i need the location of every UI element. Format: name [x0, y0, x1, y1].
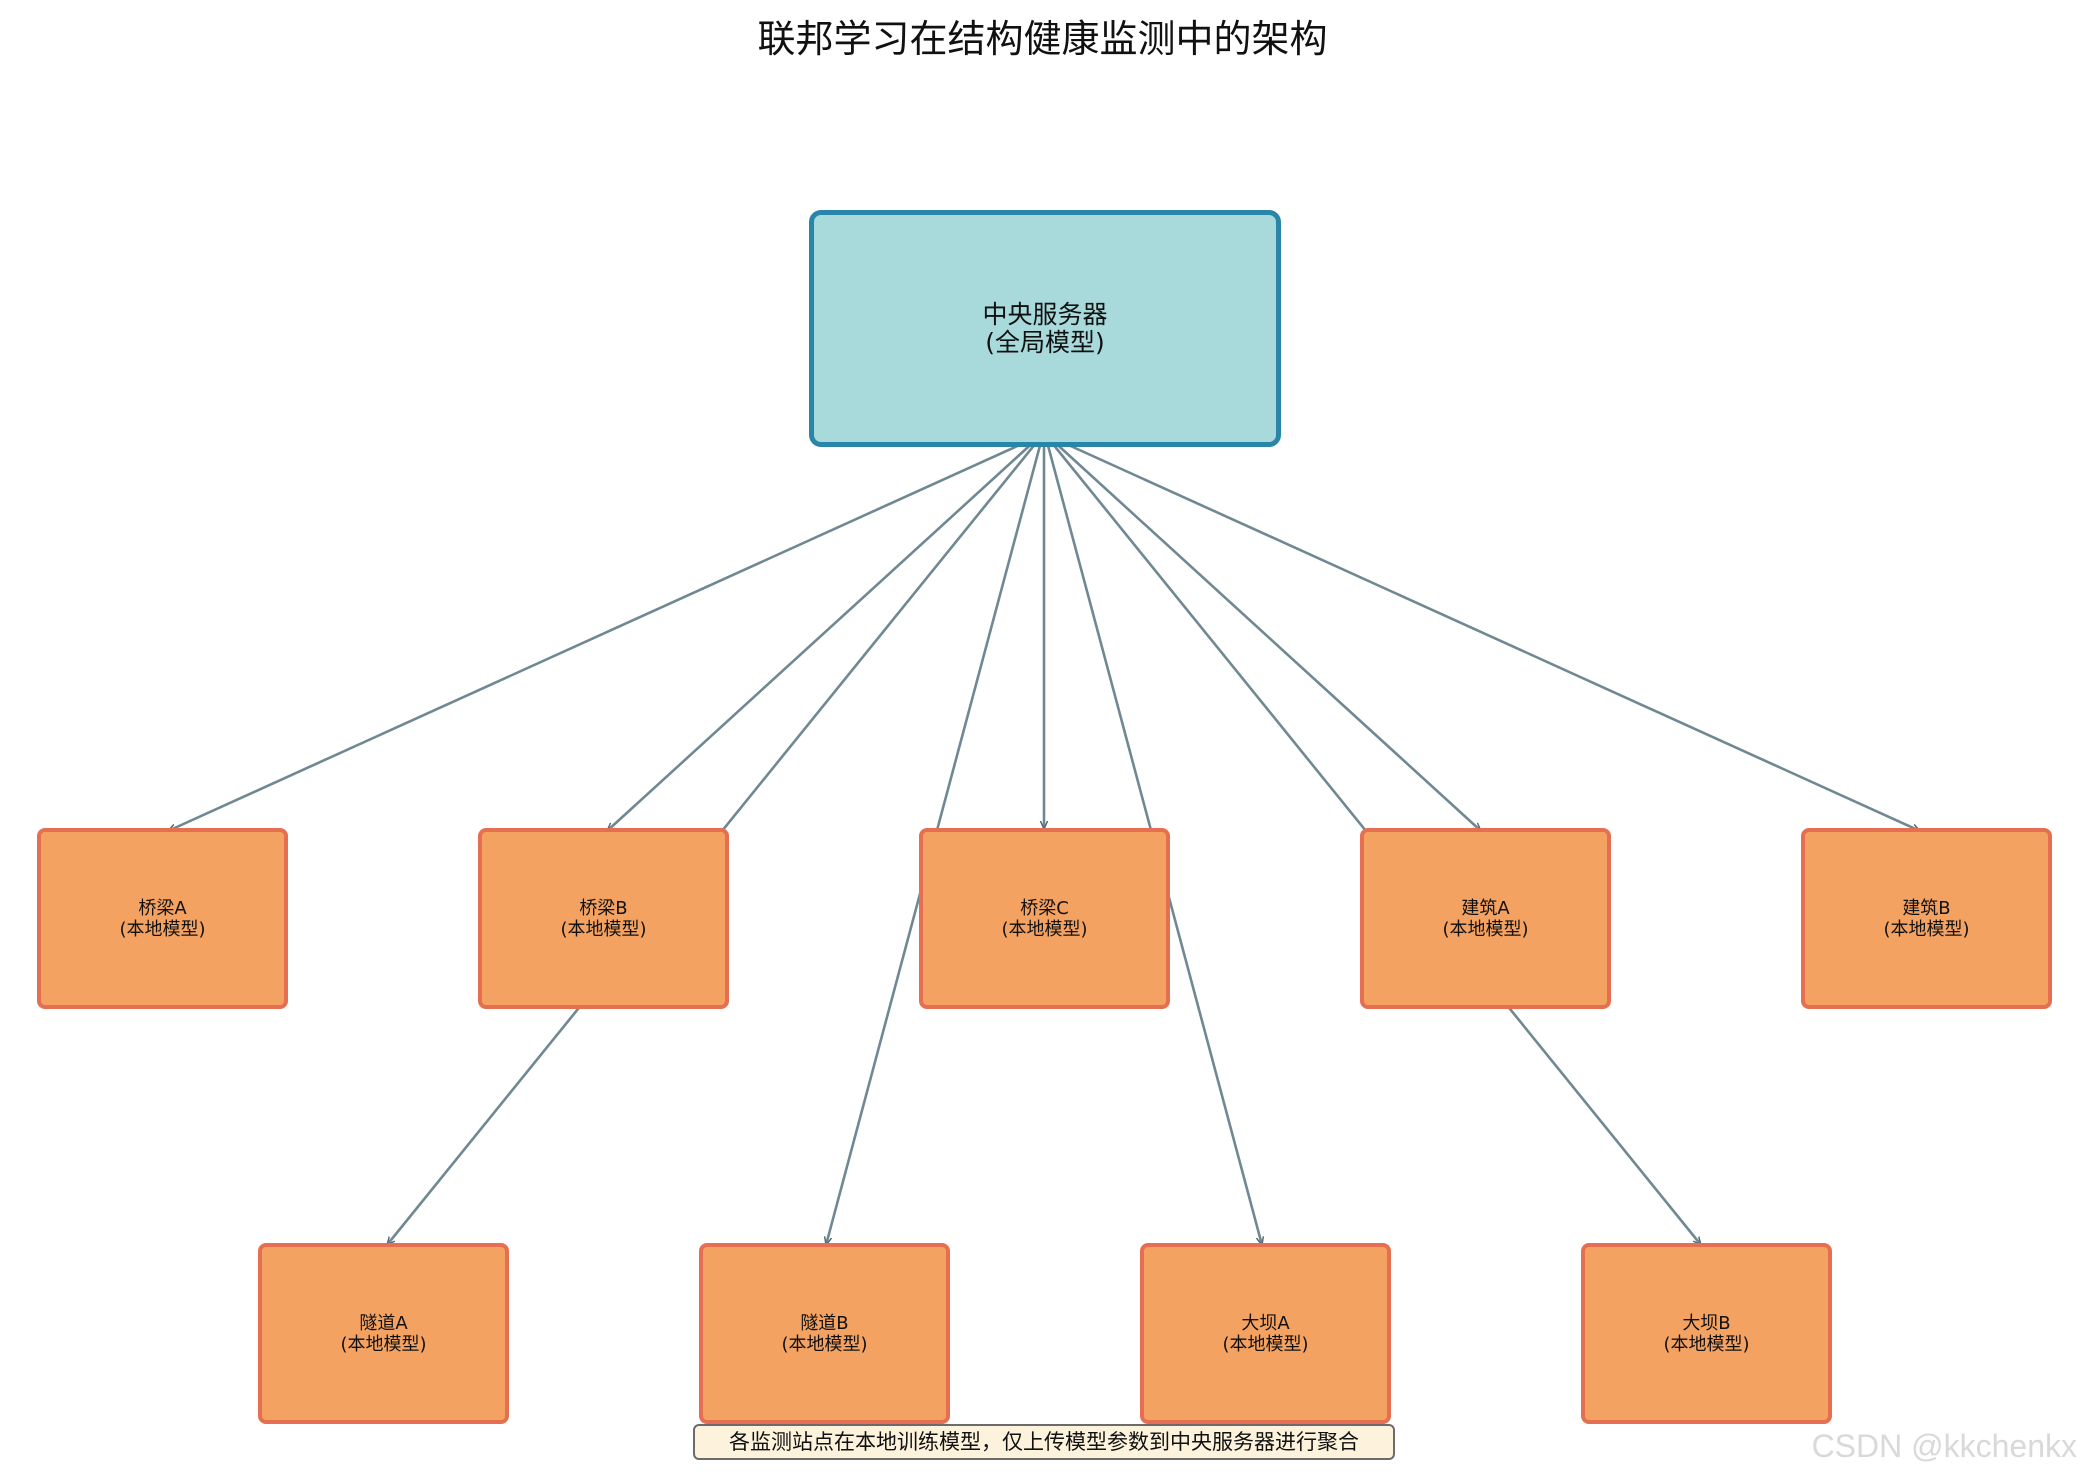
- site-label: 桥梁B: [579, 897, 628, 919]
- site-label: 隧道B: [800, 1312, 849, 1334]
- server-sublabel: (全局模型): [985, 327, 1105, 357]
- site-node-bridge-a: 桥梁A (本地模型): [37, 828, 288, 1009]
- site-node-bridge-b: 桥梁B (本地模型): [478, 828, 729, 1009]
- site-label: 建筑A: [1461, 897, 1510, 919]
- watermark: CSDN @kkchenkx: [1811, 1428, 2077, 1464]
- site-node-dam-b: 大坝B (本地模型): [1581, 1243, 1832, 1424]
- edge-building-a: [1050, 438, 1481, 831]
- edge-bridge-a: [168, 436, 1035, 833]
- site-sublabel: (本地模型): [1883, 918, 1970, 940]
- site-label: 隧道A: [359, 1312, 408, 1334]
- site-label: 大坝A: [1241, 1312, 1290, 1334]
- site-node-tunnel-b: 隧道B (本地模型): [699, 1243, 950, 1424]
- site-node-building-b: 建筑B (本地模型): [1801, 828, 2052, 1009]
- site-sublabel: (本地模型): [1001, 918, 1088, 940]
- central-server-node: 中央服务器 (全局模型): [809, 210, 1281, 447]
- site-sublabel: (本地模型): [560, 918, 647, 940]
- site-sublabel: (本地模型): [119, 918, 206, 940]
- site-node-tunnel-a: 隧道A (本地模型): [258, 1243, 509, 1424]
- site-label: 桥梁C: [1020, 897, 1069, 919]
- site-sublabel: (本地模型): [1222, 1333, 1309, 1355]
- site-label: 桥梁A: [138, 897, 187, 919]
- diagram-title: 联邦学习在结构健康监测中的架构: [757, 17, 1328, 61]
- site-node-dam-a: 大坝A (本地模型): [1140, 1243, 1391, 1424]
- site-sublabel: (本地模型): [1442, 918, 1529, 940]
- site-node-building-a: 建筑A (本地模型): [1360, 828, 1611, 1009]
- site-sublabel: (本地模型): [781, 1333, 868, 1355]
- site-node-bridge-c: 桥梁C (本地模型): [919, 828, 1170, 1009]
- edge-building-b: [1053, 436, 1920, 833]
- footnote-box: 各监测站点在本地训练模型，仅上传模型参数到中央服务器进行聚合: [693, 1424, 1395, 1460]
- site-label: 建筑B: [1902, 897, 1951, 919]
- site-label: 大坝B: [1682, 1312, 1731, 1334]
- edge-bridge-b: [607, 438, 1038, 831]
- site-sublabel: (本地模型): [1663, 1333, 1750, 1355]
- site-sublabel: (本地模型): [340, 1333, 427, 1355]
- server-label: 中央服务器: [982, 299, 1108, 329]
